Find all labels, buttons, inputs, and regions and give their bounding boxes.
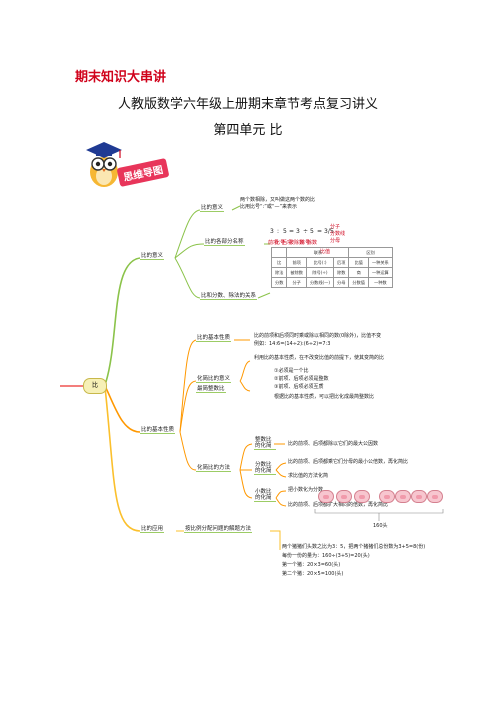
pig-icon (427, 490, 443, 503)
part-name: 被除数 (289, 240, 305, 246)
part-item: 5 (283, 228, 287, 235)
part-name: 分子 (330, 224, 341, 230)
part-item: ÷ (303, 228, 309, 235)
node-ratio-relation: 比和分数、除法的关系 (200, 293, 258, 300)
distribution-text-4: 第二个猪：20×5=100(头) (282, 571, 344, 577)
table-row: 分数 分子 分数线(—) 分母 分数值 一种数 (270, 277, 393, 288)
part-item: = (289, 228, 295, 235)
fraction-ratio-text-2: 求比值的方法化简 (288, 473, 329, 479)
part-name: 前项 (268, 240, 279, 246)
part-name: 后项 (282, 240, 293, 246)
simplest-ratio-text-4: 根据比的基本性质，可以把比化成最简整数比 (274, 394, 375, 400)
part-name: 分母 (330, 238, 341, 244)
ratio-meaning-text-1: 两个数相除，又叫做这两个数的比 (240, 197, 316, 203)
pig-total-label: 160头 (373, 523, 388, 529)
branch-meaning: 比的意义 (140, 253, 165, 260)
basic-property-text-2: 例如：14:6=(14÷2):(6÷2)=7:3 (254, 341, 331, 347)
part-name: 除数 (307, 240, 318, 246)
node-simplify-meaning: 化简比的意义 (196, 376, 232, 383)
node-fraction-ratio: 分数比的化简 (254, 462, 276, 475)
table-header-cell: 区别 (348, 247, 393, 258)
decimal-ratio-text-2: 比的前项、后项都扩大相同的倍数，再化简比 (288, 502, 389, 508)
pig-illustration (315, 487, 443, 507)
simplify-meaning-text: 利用比的基本性质，在不改变比值的前提下，使其变简的比 (254, 355, 385, 361)
part-item: : (277, 228, 280, 235)
pig-icon (395, 490, 411, 503)
unit-title: 第四单元 比 (213, 123, 283, 138)
distribution-text-2: 每份一份的量为：160÷(3+5)=20(头) (282, 553, 370, 559)
table-header-cell (270, 247, 288, 258)
integer-ratio-text: 比的前项、后项都除以它们的最大公因数 (288, 441, 379, 447)
section-label: 期末知识大串讲 (75, 70, 167, 85)
branch-application: 比的应用 (140, 526, 165, 533)
relation-table: 联系 区别 比 前项 比号(:) 后项 比值 一种关系 除法 被除数 除号(÷)… (270, 247, 393, 288)
pig-icon (318, 490, 334, 503)
table-header-cell: 联系 (286, 247, 350, 258)
owl-mascot-icon (86, 142, 122, 187)
part-item: 3 (270, 228, 274, 235)
decimal-ratio-text-1: 把小数化为分数 (288, 487, 324, 493)
pig-icon (354, 490, 370, 503)
simplest-ratio-text-3: ③前项、后项必须互质 (274, 384, 324, 390)
node-ratio-meaning: 比的意义 (200, 205, 225, 212)
mindmap-connectors (60, 205, 444, 550)
node-simplify-method: 化简比的方法 (196, 465, 232, 472)
branch-basic-property: 比的基本性质 (140, 427, 176, 434)
table-row: 比 前项 比号(:) 后项 比值 一种关系 (270, 257, 393, 268)
basic-property-text-1: 比的前项和后项同时乘或除以相同的数(0除外)，比值不变 (254, 333, 382, 339)
part-name: 除号 (300, 240, 311, 246)
part-item: 5 (310, 228, 314, 235)
node-decimal-ratio: 小数比的化简 (254, 489, 276, 502)
node-proportional-distribution: 按比例分配问题的解题方法 (184, 526, 253, 533)
part-name: 比号 (275, 240, 286, 246)
page-title: 人教版数学六年级上册期末章节考点复习讲义 (117, 97, 378, 112)
distribution-text-3: 第一个猪：20×3=60(头) (282, 562, 341, 568)
part-item: = (317, 228, 323, 235)
part-name: 分数线 (330, 231, 346, 237)
mindmap-root: 比 (83, 378, 107, 394)
pig-icon (379, 490, 395, 503)
distribution-text-1: 两个猪猪们头数之比为3：5，把两个猪猪们总份数为3+5=8(份) (282, 544, 426, 550)
table-row: 除法 被除数 除号(÷) 除数 商 一种运算 (270, 267, 393, 278)
node-basic-property: 比的基本性质 (196, 335, 232, 342)
node-integer-ratio: 整数比的化简 (254, 437, 276, 450)
fraction-ratio-text-1: 比的前项、后项都乘它们分母的最小公倍数，再化简比 (288, 459, 409, 465)
simplest-ratio-text-2: ②前项、后项必须是整数 (274, 376, 329, 382)
ratio-meaning-text-2: 比用比号“:”或“—”来表示 (240, 204, 298, 210)
node-simplest-ratio: 最简整数比 (196, 386, 226, 393)
simplest-ratio-text-1: ①必须是一个比 (274, 368, 309, 374)
pig-icon (336, 490, 352, 503)
pig-icon (411, 490, 427, 503)
part-item: 3 (296, 228, 300, 235)
part-item: 3/5 (324, 228, 334, 235)
node-ratio-parts: 比的各部分名称 (204, 239, 245, 246)
